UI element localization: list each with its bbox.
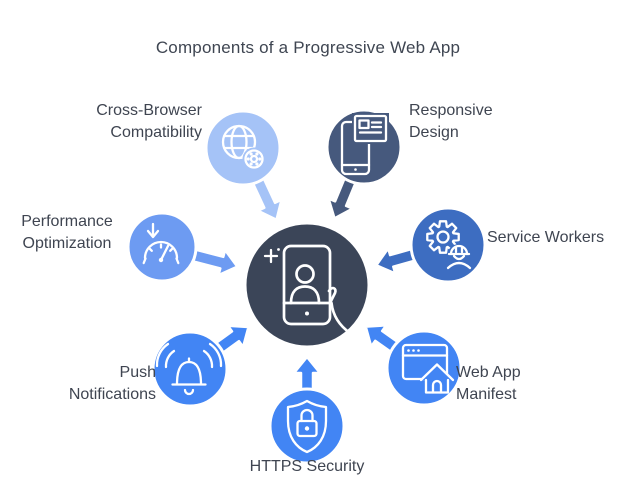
label-line: Service Workers [487, 229, 605, 246]
node-responsive-design [325, 108, 403, 186]
label-responsive-design: Responsive Design [409, 100, 569, 144]
node-performance-optimization [126, 211, 198, 283]
label-service-workers: Service Workers [487, 227, 637, 249]
globe-gear-icon [221, 124, 266, 171]
speedometer-icon [142, 222, 180, 265]
node-https-security [268, 387, 346, 465]
label-line: Responsive [409, 102, 493, 119]
label-line: Compatibility [110, 124, 202, 141]
browser-home-icon [401, 343, 455, 394]
device-article-icon [340, 113, 389, 176]
notification-bell-icon [155, 342, 223, 396]
shield-lock-icon [286, 399, 328, 454]
label-line: HTTPS Security [249, 458, 365, 475]
label-line: Push [119, 364, 156, 381]
label-performance-optimization: Performance Optimization [6, 211, 128, 255]
diagram-title: Components of a Progressive Web App [155, 38, 461, 57]
label-line: Notifications [68, 386, 156, 403]
push-notifications-circle [151, 330, 229, 408]
label-line: Web App [456, 364, 521, 381]
node-push-notifications [151, 330, 229, 408]
label-line: Design [409, 124, 459, 141]
label-line: Optimization [22, 235, 112, 252]
web-app-manifest-circle [385, 329, 463, 407]
label-push-notifications: Push Notifications [18, 362, 156, 406]
node-cross-browser-compatibility [204, 109, 282, 187]
service-workers-circle [409, 206, 487, 284]
label-line: Performance [21, 213, 113, 230]
label-cross-browser-compatibility: Cross-Browser Compatibility [30, 100, 202, 144]
label-line: Manifest [456, 386, 517, 403]
gear-worker-icon [426, 220, 472, 270]
label-web-app-manifest: Web App Manifest [456, 362, 596, 406]
label-https-security: HTTPS Security [230, 456, 384, 478]
label-line: Cross-Browser [96, 102, 202, 119]
center-circle [243, 221, 371, 349]
node-web-app-manifest [385, 329, 463, 407]
center-node [243, 221, 371, 349]
smartphone-user-hand-icon [263, 244, 352, 335]
node-service-workers [409, 206, 487, 284]
